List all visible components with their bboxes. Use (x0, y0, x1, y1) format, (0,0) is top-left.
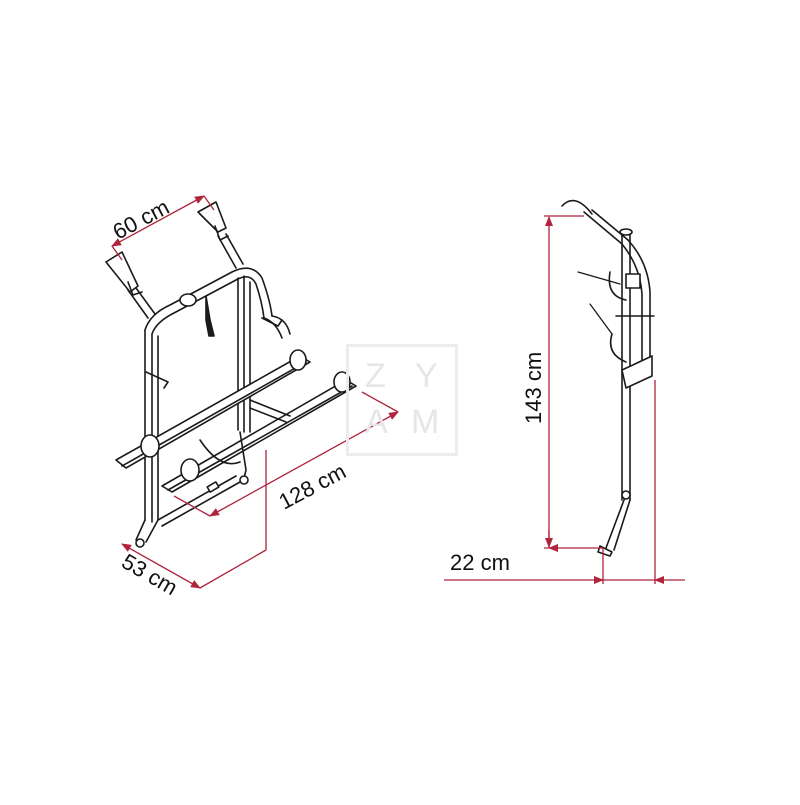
side-view-drawing (561, 199, 655, 557)
watermark-letter: A (365, 403, 388, 441)
dimension-label-height: 143 cm (521, 352, 546, 424)
dimension-label-length: 128 cm (275, 458, 350, 514)
watermark-box: Z Y A M (346, 344, 458, 456)
watermark-letter: Y (415, 357, 438, 395)
watermark-letter: Z (365, 357, 386, 395)
dimension-lines (111, 195, 685, 589)
dimension-label-width-top: 60 cm (109, 194, 174, 244)
watermark-letter: M (411, 403, 440, 441)
dimension-label-width-bottom: 53 cm (118, 549, 182, 601)
dimension-label-foot-offset: 22 cm (450, 550, 510, 575)
